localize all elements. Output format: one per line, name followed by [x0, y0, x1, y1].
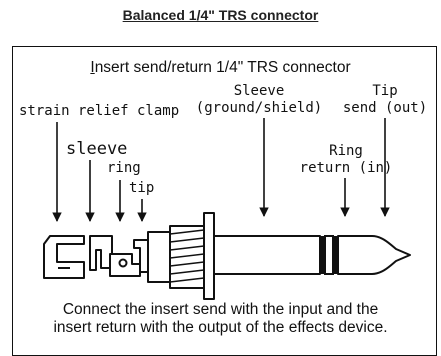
diagram-title-rest: nsert send/return 1/4" TRS connector: [94, 59, 351, 76]
plug-tip: [337, 235, 411, 275]
page: Balanced 1/4" TRS connector Insert send/…: [0, 7, 441, 356]
sleeve-shaft: [213, 235, 321, 275]
ring-contact: [324, 235, 334, 275]
label-tip-desc: send (out): [342, 100, 428, 116]
label-sleeve-title: Sleeve: [233, 83, 285, 99]
caption-line-1: Connect the insert send with the input a…: [62, 301, 379, 318]
connector-illustration: [43, 118, 411, 300]
diagram-title: Insert send/return 1/4" TRS connector: [0, 59, 441, 77]
plug-base: [147, 231, 171, 283]
insulator-band-1: [320, 236, 325, 274]
ring-lug-hole: [118, 258, 128, 268]
insulator-band-2: [333, 236, 338, 274]
sleeve-lug: [89, 235, 113, 271]
diagram-title-initial: I: [90, 59, 95, 76]
label-ring-title: Ring: [329, 143, 363, 159]
strain-relief-clamp: [43, 235, 85, 279]
label-tip-title: Tip: [372, 83, 398, 99]
label-ring-small: ring: [107, 160, 141, 176]
caption-line-2: insert return with the output of the eff…: [53, 319, 388, 336]
label-strain-relief-clamp: strain relief clamp: [19, 103, 180, 119]
label-tip-small: tip: [129, 180, 155, 196]
label-ring-desc: return (in): [299, 160, 393, 176]
thread-lines: [169, 229, 205, 283]
plug-flange: [203, 212, 215, 300]
label-sleeve-desc: (ground/shield): [195, 100, 323, 116]
label-sleeve-small: sleeve: [66, 139, 128, 159]
page-title: Balanced 1/4" TRS connector: [122, 7, 319, 23]
